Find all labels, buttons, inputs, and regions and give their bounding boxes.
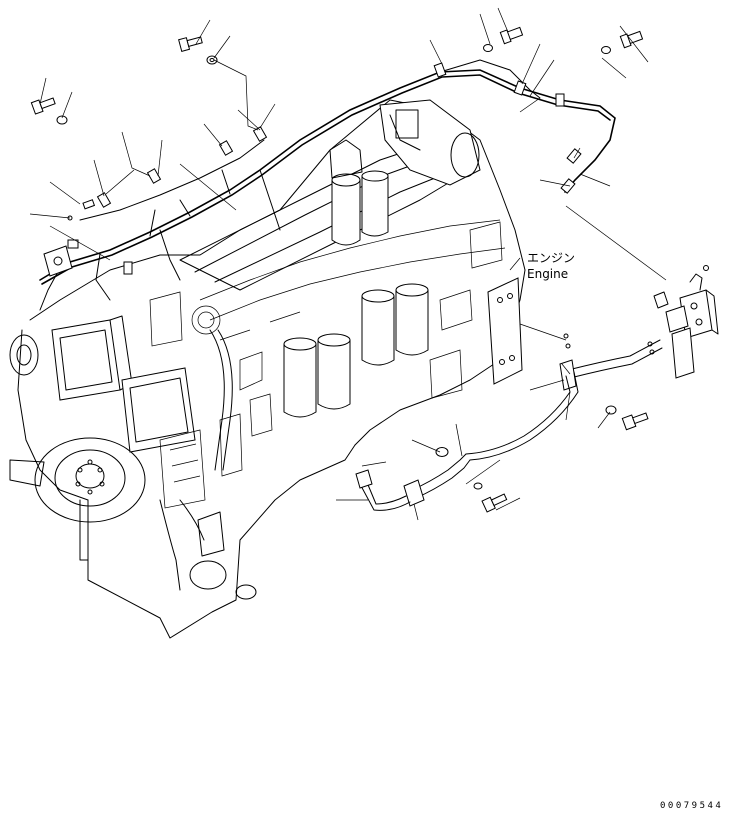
fasteners [31,26,708,512]
bolt [622,410,649,429]
fuel-filter-lower-4 [318,334,350,409]
engine-base-outline [88,445,355,638]
washer [602,47,611,54]
harness-clips [68,63,581,274]
harness-clip [556,94,564,106]
harness-clip [148,169,161,183]
ecu-box-left [52,316,132,400]
harness-clip [254,127,267,141]
fuel-filter-lower-2 [396,284,428,355]
connector-plate [44,246,72,276]
engine-front-outline [18,330,88,500]
fuel-filter-lower-3 [284,338,316,417]
bolt [31,95,56,114]
fuel-filter-upper-1 [332,174,360,245]
harness-clip [98,193,111,207]
wiring-harness [40,60,615,310]
engine-label-en: Engine [527,267,568,281]
mounting-plate [488,278,522,384]
harness-clip [124,262,132,274]
bolt [179,34,203,51]
engine-detail-lines [150,220,505,508]
harness-clip [434,63,446,77]
leader-lines [30,8,666,520]
harness-clip [561,179,575,193]
washer [57,116,67,124]
harness-clip [567,149,581,163]
engine-top-outline [30,100,525,320]
harness-clip [514,81,526,95]
valve-block-assembly [654,274,718,378]
bolt [500,26,523,44]
washer [474,483,482,489]
bolt [83,200,94,209]
engine-label-jp: エンジン [527,251,575,265]
lower-hose-bottom [356,454,470,510]
front-damper [10,335,38,375]
bolt [482,491,508,512]
coolant-pipes [80,330,232,590]
harness-clip [68,240,78,248]
drawing-code: 00079544 [660,801,723,811]
washer [606,406,616,414]
crank-pulley [35,438,145,522]
washer [207,56,217,64]
ecu-box-right [122,368,195,452]
washer [484,45,493,52]
engine-assembly [10,100,525,638]
bolt [620,30,643,48]
fuel-filter-upper-2 [362,171,388,236]
lower-hose-right [466,340,662,460]
turbocharger [380,100,480,185]
washer [436,448,448,457]
oil-filter [190,561,226,589]
fuel-filter-lower-1 [362,290,394,365]
harness-clip [220,141,233,155]
